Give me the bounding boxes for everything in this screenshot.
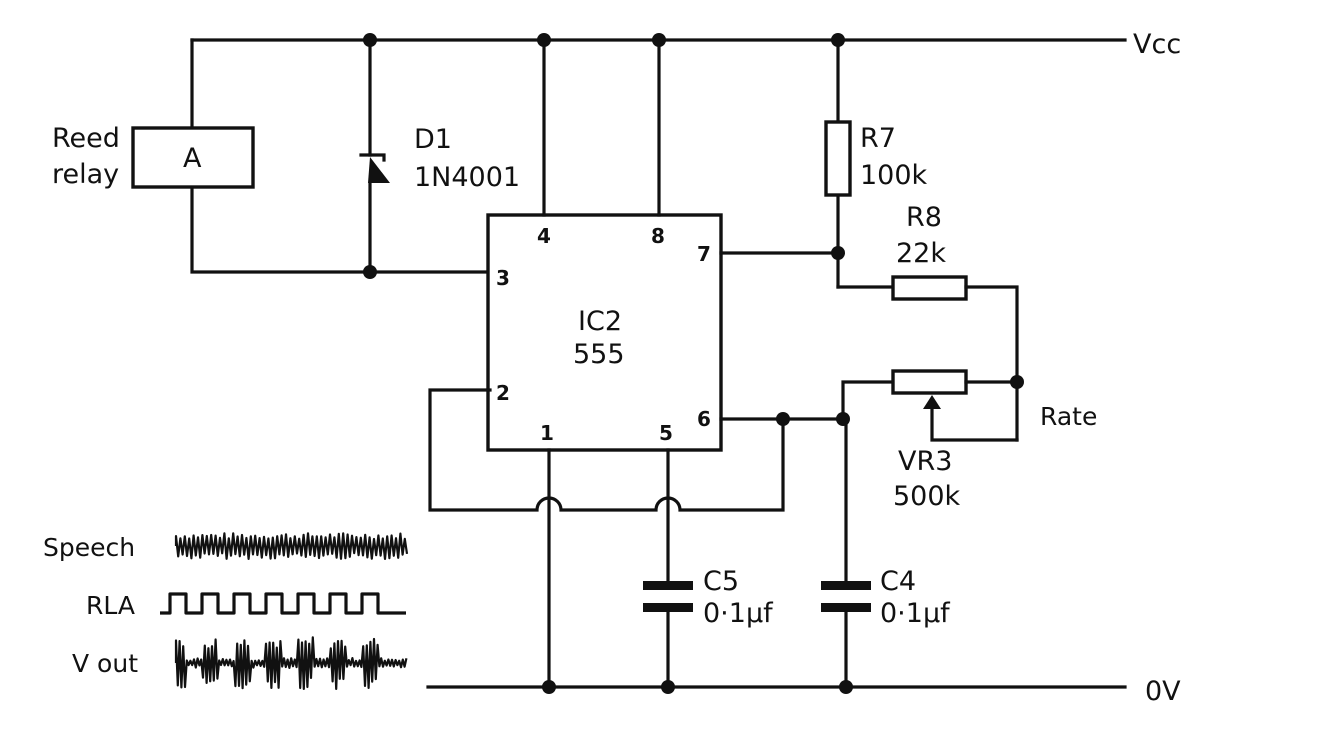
junction-dot <box>363 33 377 47</box>
waveform-rla-label: RLA <box>86 591 135 620</box>
resistor-r7 <box>824 38 852 289</box>
capacitor-c4 <box>821 417 871 689</box>
vr3-ref: VR3 <box>898 446 952 477</box>
ground-label: 0V <box>1145 676 1181 707</box>
relay-coil-label: A <box>183 143 202 174</box>
vr3-control-label: Rate <box>1040 402 1097 431</box>
vcc-label: Vcc <box>1133 29 1181 60</box>
diode-ref: D1 <box>414 124 452 155</box>
junction-dot <box>839 680 853 694</box>
junction-dot <box>831 246 845 260</box>
junction-dot <box>831 33 845 47</box>
potentiometer-vr3 <box>841 369 1019 442</box>
waveform-speech-label: Speech <box>43 533 135 562</box>
ic-pin-6: 6 <box>697 407 711 431</box>
junction-dot <box>537 33 551 47</box>
waveform-vout-label: V out <box>72 649 138 678</box>
r8-ref: R8 <box>906 202 942 233</box>
waveform-speech <box>174 532 409 560</box>
r7-value: 100k <box>860 160 928 191</box>
ic-pin-8: 8 <box>651 224 665 248</box>
reed-relay <box>131 38 492 274</box>
ic-pin-2: 2 <box>496 381 510 405</box>
diode-part: 1N4001 <box>414 162 520 193</box>
diode-d1 <box>359 38 390 274</box>
vr3-value: 500k <box>893 481 961 512</box>
ic-pin-7: 7 <box>697 242 711 266</box>
trigger-threshold-link <box>428 388 785 512</box>
junction-dot <box>776 412 790 426</box>
relay-coil-box <box>131 126 255 189</box>
ic-pin-5: 5 <box>659 421 673 445</box>
ic2-555-body <box>486 213 723 452</box>
junction-dot <box>542 680 556 694</box>
ic-pin-1: 1 <box>540 421 554 445</box>
junction-dot <box>661 680 675 694</box>
junction-dot <box>1010 375 1024 389</box>
junction-dot <box>363 265 377 279</box>
r8-value: 22k <box>896 238 946 269</box>
c4-value: 0·1µf <box>880 598 951 629</box>
junction-dots <box>363 33 1024 694</box>
c4-ref: C4 <box>880 566 916 597</box>
junction-dot <box>836 412 850 426</box>
ic-part: 555 <box>573 339 625 370</box>
c5-value: 0·1µf <box>703 598 774 629</box>
junction-dot <box>652 33 666 47</box>
ic-pin-3: 3 <box>496 266 510 290</box>
waveform-vout <box>174 636 408 690</box>
r7-ref: R7 <box>860 123 896 154</box>
wiper-arrow <box>923 395 941 409</box>
capacitor-c5 <box>643 448 693 689</box>
ic-pin-4: 4 <box>537 224 551 248</box>
diode-triangle <box>368 157 390 183</box>
relay-label-line2: relay <box>52 159 119 190</box>
resistor-r8 <box>836 275 1019 442</box>
c5-ref: C5 <box>703 566 739 597</box>
waveform-rla <box>160 592 406 615</box>
ic-ref: IC2 <box>578 306 622 337</box>
relay-label-line1: Reed <box>52 123 120 154</box>
